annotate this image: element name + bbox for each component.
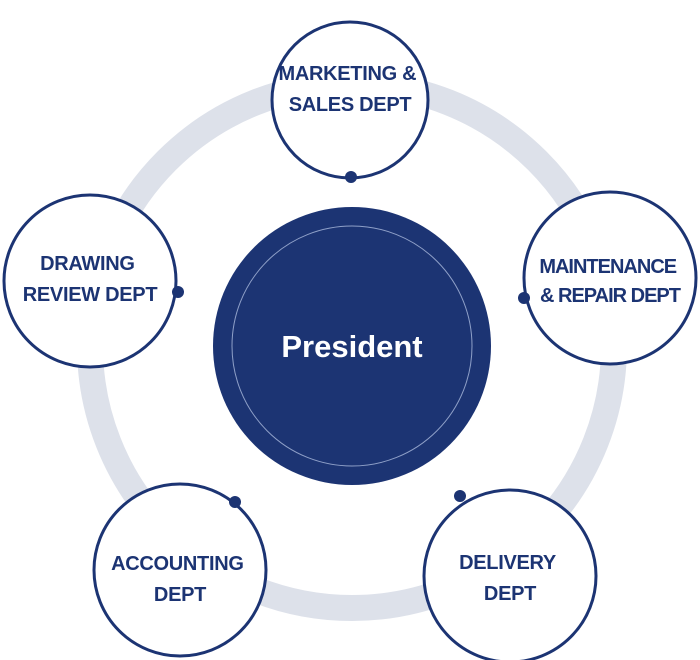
dept-label-maintenance-line1: MAINTENANCE [539, 256, 676, 278]
connector-dot-drawing [172, 286, 184, 298]
dept-label-accounting-line2: DEPT [154, 584, 206, 606]
dept-circle-drawing [2, 193, 178, 369]
dept-circle-maintenance [522, 190, 698, 366]
dept-label-delivery-line2: DEPT [484, 583, 536, 605]
svg-text:MARKETING & SALES DEPT: MARKETING & SALES DEPT [278, 63, 421, 116]
svg-text:DRAWING REVIEW DEPT: DRAWING REVIEW DEPT [23, 253, 158, 306]
connector-dot-accounting [229, 496, 241, 508]
dept-node-marketing: MARKETING & SALES DEPT [270, 20, 430, 183]
president-label: President [281, 329, 422, 364]
dept-circle-delivery [422, 488, 598, 660]
dept-label-drawing-line1: DRAWING [40, 253, 135, 275]
president-circle [213, 207, 491, 485]
president-node: President [213, 207, 491, 485]
dept-circle-accounting [92, 482, 268, 658]
dept-node-accounting: ACCOUNTING DEPT [92, 482, 268, 658]
dept-label-maintenance-line2: & REPAIR DEPT [540, 285, 681, 307]
dept-node-delivery: DELIVERY DEPT [422, 488, 598, 660]
connector-dot-maintenance [518, 292, 530, 304]
connector-dot-delivery [454, 490, 466, 502]
dept-node-drawing: DRAWING REVIEW DEPT [2, 193, 184, 369]
dept-label-accounting-line1: ACCOUNTING [111, 553, 244, 575]
svg-text:ACCOUNTING DEPT: ACCOUNTING DEPT [111, 553, 249, 606]
svg-text:DELIVERY DEPT: DELIVERY DEPT [459, 552, 561, 605]
svg-text:MAINTENANCE & REPAIR DEP: MAINTENANCE & REPAIR DEPT [539, 256, 680, 307]
connector-dot-marketing [345, 171, 357, 183]
dept-label-drawing-line2: REVIEW DEPT [23, 284, 158, 306]
dept-label-marketing-line1: MARKETING & [278, 63, 416, 85]
dept-node-maintenance: MAINTENANCE & REPAIR DEPT [518, 190, 698, 366]
dept-label-marketing-line2: SALES DEPT [289, 94, 412, 116]
dept-label-delivery-line1: DELIVERY [459, 552, 557, 574]
president-inner-ring [231, 225, 473, 467]
